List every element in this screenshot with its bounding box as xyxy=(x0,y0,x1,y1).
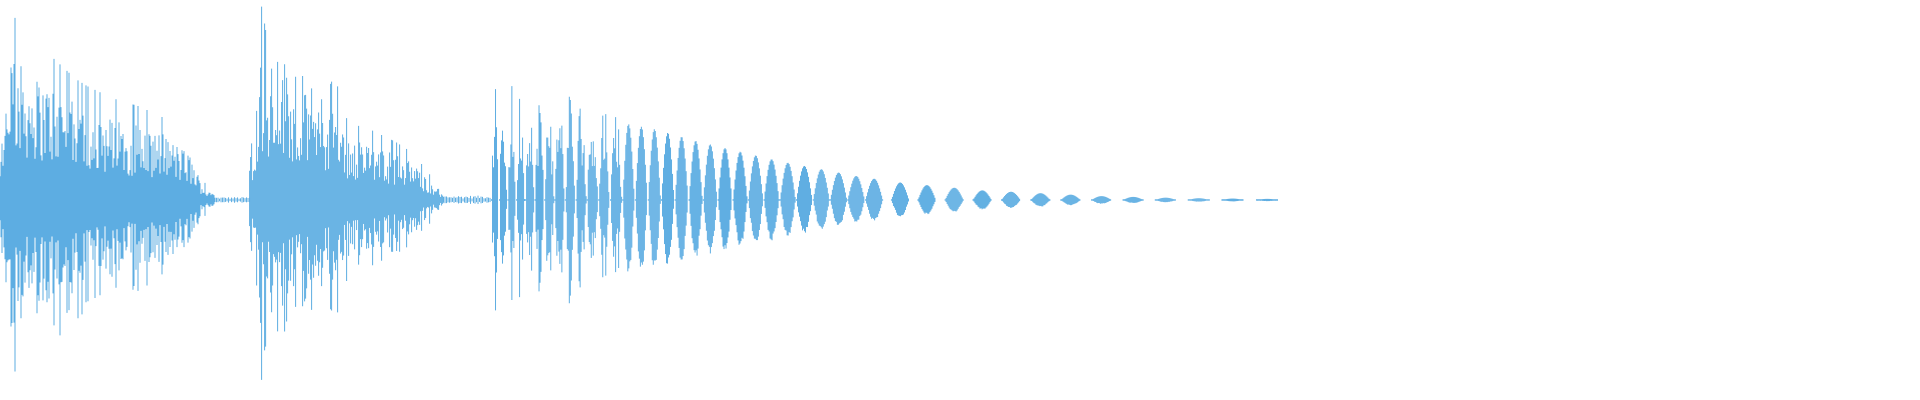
waveform-trace xyxy=(0,6,1278,380)
